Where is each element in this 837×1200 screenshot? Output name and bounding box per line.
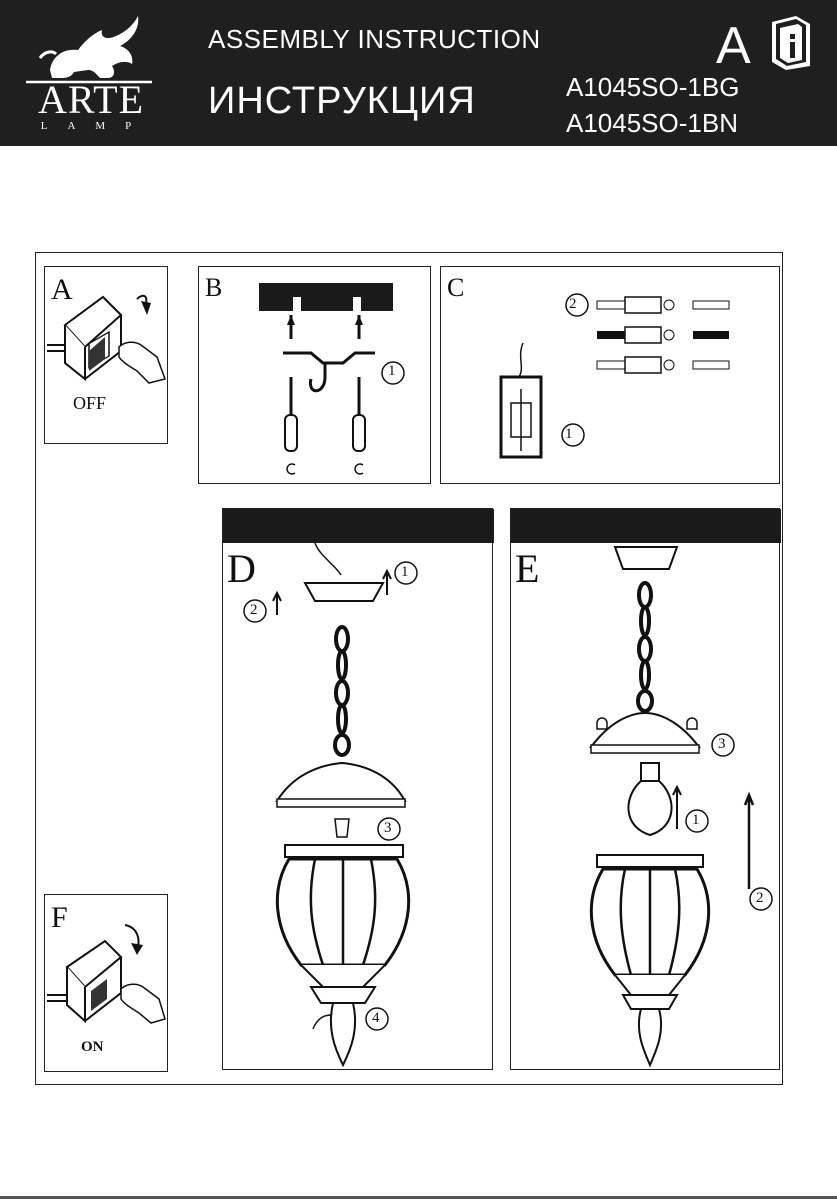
wiring-diagram [499,293,730,459]
lantern-icon [589,854,711,1068]
lion-logo-icon [26,16,152,84]
model-number-2: A1045SO-1BN [566,108,738,138]
screw-right-icon [355,315,363,339]
brand-sub: LAMP [40,120,152,132]
bulb-icon [627,762,673,837]
title-russian: ИНСТРУКЦИЯ [208,80,476,122]
panel-d-band [223,509,494,543]
on-caption: ON [81,1039,104,1055]
hook-icon [308,363,327,393]
panel-a: A OFF [44,266,168,444]
off-caption: OFF [73,393,107,413]
panel-e-step-3: 3 [718,736,726,752]
screwdriver-icon [352,377,366,452]
model-number-1: A1045SO-1BG [566,72,740,102]
panel-d-step-4: 4 [372,1010,380,1026]
lantern-icon [275,844,411,1068]
panel-d: D 1 2 3 4 [222,508,494,1070]
panel-f-label: F [51,901,68,934]
panel-a-label: A [51,273,73,306]
panel-d-step-3: 3 [384,820,392,836]
panel-e-step-2: 2 [756,890,764,906]
brand-name: ARTE [37,77,145,122]
header-bar: ARTE LAMP ASSEMBLY INSTRUCTION ИНСТРУКЦИ… [0,0,837,146]
panel-d-label: D [227,546,256,591]
page-bottom-border [0,1196,837,1199]
lantern-hanging-diagram [243,542,418,1068]
panel-c-label: C [447,273,465,302]
panel-e: E 1 2 3 [510,508,781,1070]
wall-switch-icon [47,924,166,1024]
title-english: ASSEMBLY INSTRUCTION [208,24,541,54]
panel-d-step-2: 2 [250,602,258,618]
panel-e-band [511,509,781,543]
info-book-icon [772,16,810,70]
language-badge: A [716,17,751,75]
panel-b-label: B [205,273,223,302]
instructions-frame [35,252,783,1085]
panel-f: F ON [44,894,168,1072]
terminal-block-icon [596,296,730,374]
chain-icon [333,625,351,757]
panel-c: C 2 1 [440,266,780,484]
panel-c-step-1: 1 [565,426,573,442]
junction-box-icon [499,342,543,459]
panel-c-step-2: 2 [569,296,577,312]
chain-icon [636,581,654,713]
wall-switch-icon [47,294,166,384]
panel-e-step-1: 1 [692,812,700,828]
bulb-install-diagram [588,546,773,1068]
ceiling-mount-diagram [259,283,405,475]
panel-b: B 1 [198,266,431,484]
panel-d-step-1: 1 [401,564,409,580]
screw-left-icon [287,315,295,339]
screwdriver-icon [284,377,298,452]
panel-e-label: E [515,546,540,591]
panel-b-step-1: 1 [388,363,396,379]
